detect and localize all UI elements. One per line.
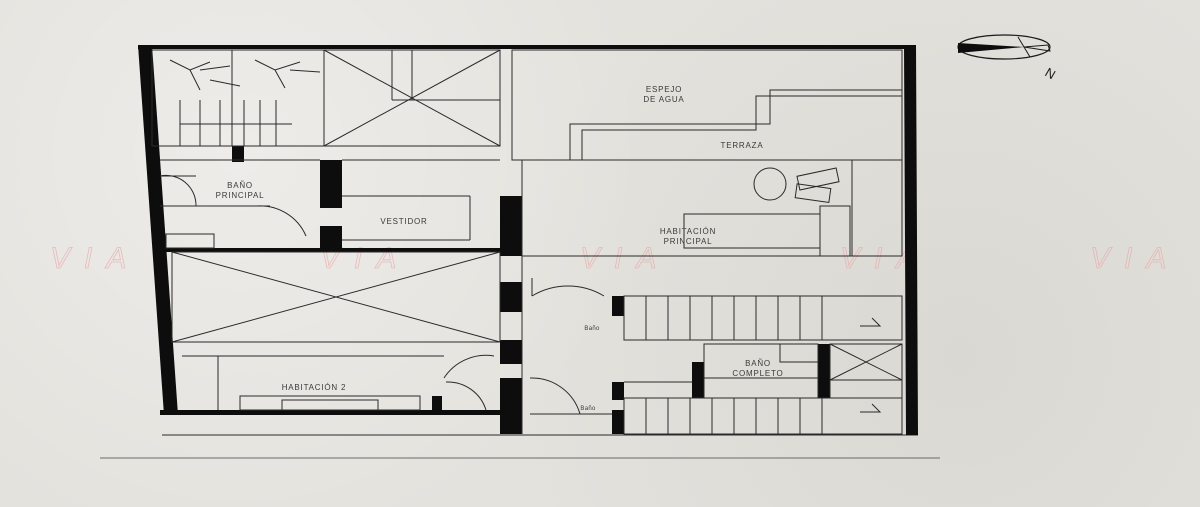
interior-lines bbox=[151, 49, 903, 435]
label-bano-principal-2: PRINCIPAL bbox=[216, 191, 265, 200]
label-vestidor: VESTIDOR bbox=[380, 217, 427, 226]
walls bbox=[138, 45, 918, 435]
watermark-row: VIA VIA VIA VIA VIA bbox=[50, 242, 1180, 276]
room-labels: ESPEJO DE AGUA TERRAZA BAÑO PRINCIPAL VE… bbox=[216, 85, 783, 412]
label-habitacion-principal-1: HABITACIÓN bbox=[660, 227, 716, 236]
label-small-1: Baño bbox=[584, 326, 600, 332]
label-bano-completo-1: BAÑO bbox=[745, 359, 771, 368]
watermark-5: VIA bbox=[1090, 242, 1180, 275]
tree-icon bbox=[169, 59, 321, 91]
compass-icon: N bbox=[957, 34, 1059, 83]
label-terraza: TERRAZA bbox=[721, 141, 764, 150]
watermark-1: VIA bbox=[50, 242, 140, 275]
compass-north-label: N bbox=[1043, 65, 1059, 83]
label-bano-completo-2: COMPLETO bbox=[732, 369, 783, 378]
label-espejo-2: DE AGUA bbox=[643, 95, 684, 104]
label-espejo-1: ESPEJO bbox=[646, 85, 682, 94]
label-habitacion-2: HABITACIÓN 2 bbox=[282, 383, 347, 392]
label-small-2: Baño bbox=[580, 406, 596, 412]
label-bano-principal-1: BAÑO bbox=[227, 181, 253, 190]
watermark-3: VIA bbox=[580, 242, 670, 275]
label-habitacion-principal-2: PRINCIPAL bbox=[664, 237, 713, 246]
